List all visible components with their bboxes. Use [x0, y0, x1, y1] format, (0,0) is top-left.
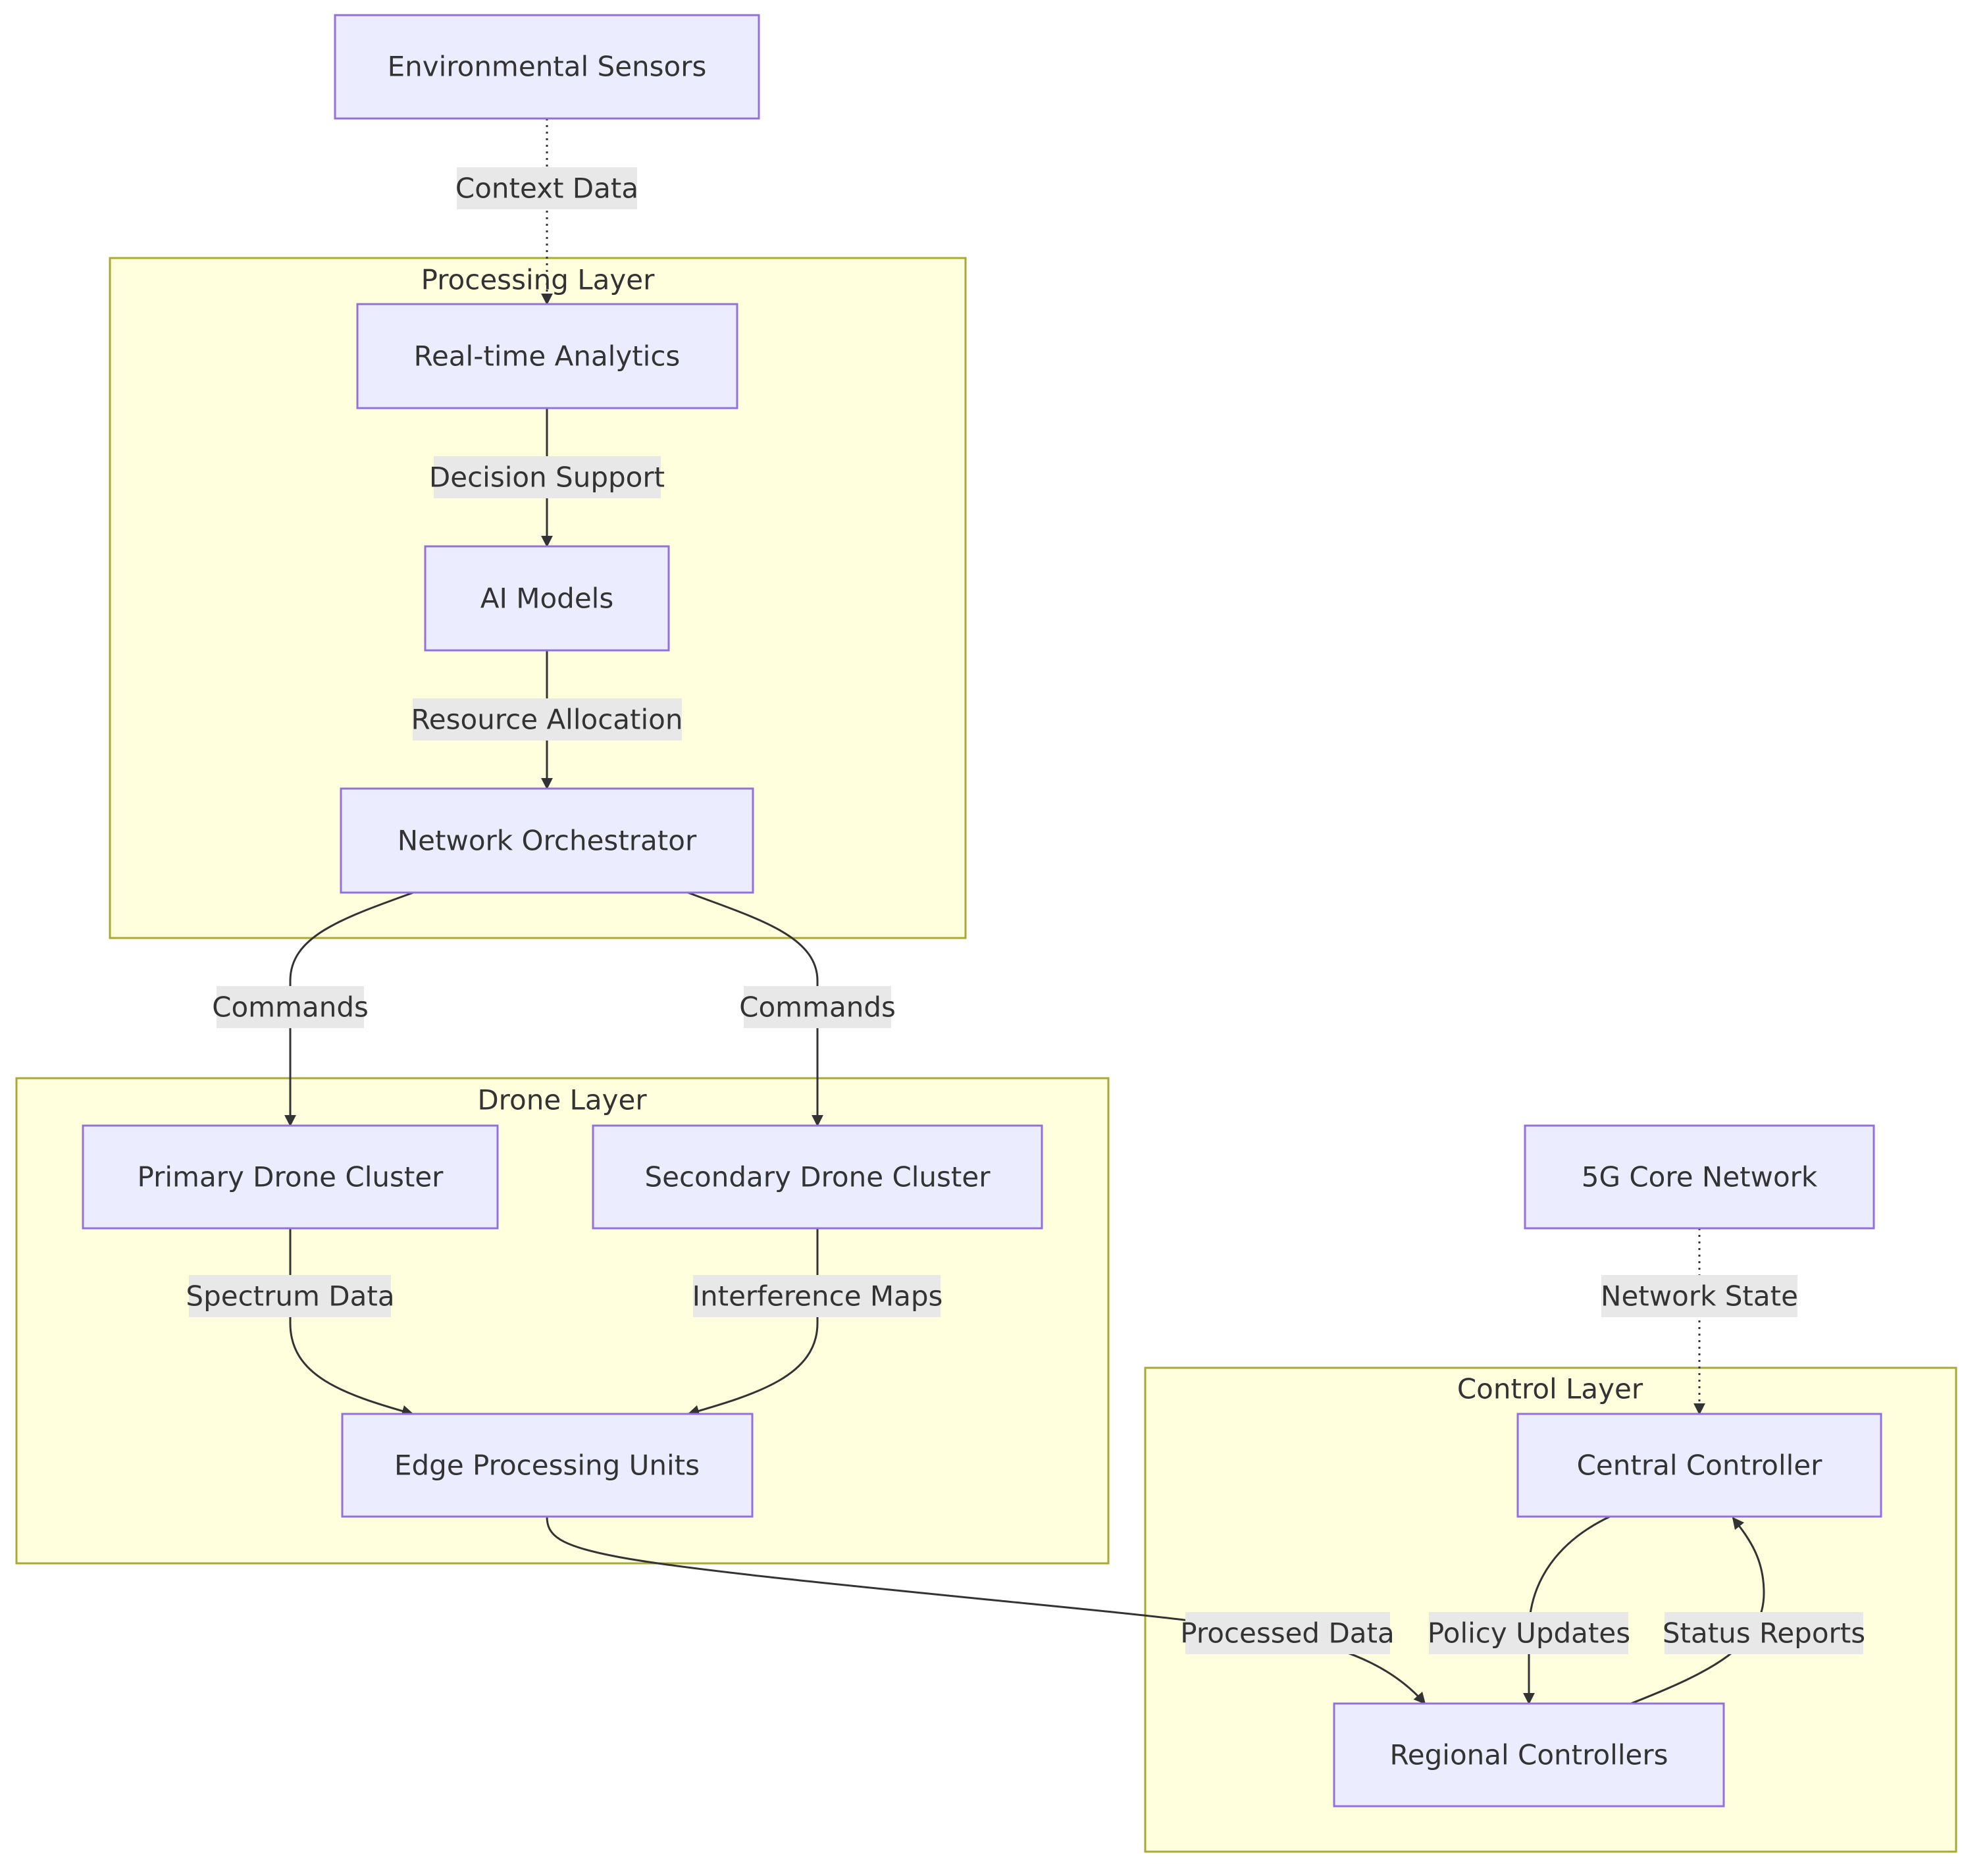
- node-5g-core-network[interactable]: 5G Core Network: [1524, 1124, 1875, 1230]
- edge-label-bg: [1429, 1612, 1628, 1654]
- node-edge-processing-units[interactable]: Edge Processing Units: [341, 1413, 754, 1518]
- node-box: [340, 787, 754, 894]
- node-label: Central Controller: [1577, 1449, 1823, 1482]
- edge-label-bg: [217, 986, 364, 1028]
- edge-status-reports: [1630, 1517, 1765, 1705]
- edge-label-policy-updates: Policy Updates: [1428, 1612, 1630, 1654]
- edge-label-bg: [189, 1275, 391, 1317]
- edge-labels: Context Data Decision Support Resource A…: [186, 167, 1865, 1654]
- node-label: Environmental Sensors: [388, 51, 707, 83]
- node-box: [592, 1124, 1043, 1230]
- edge-label-bg: [434, 456, 661, 498]
- node-real-time-analytics[interactable]: Real-time Analytics: [356, 303, 738, 409]
- edge-label-bg: [693, 1275, 941, 1317]
- node-box: [1524, 1124, 1875, 1230]
- edge-label-text: Commands: [212, 991, 369, 1024]
- edge-label-text: Resource Allocation: [411, 704, 683, 736]
- node-label: AI Models: [480, 583, 613, 615]
- edge-label-context-data: Context Data: [455, 167, 638, 209]
- edge-label-decision-support: Decision Support: [429, 456, 665, 498]
- edge-label-bg: [1601, 1275, 1797, 1317]
- edge-label-interference-maps: Interference Maps: [692, 1275, 943, 1317]
- edge-label-text: Context Data: [455, 172, 638, 205]
- node-network-orchestrator[interactable]: Network Orchestrator: [340, 787, 754, 894]
- node-label: Real-time Analytics: [414, 340, 681, 373]
- node-label: Secondary Drone Cluster: [644, 1161, 991, 1193]
- edge-label-status-reports: Status Reports: [1663, 1612, 1865, 1654]
- edge-label-bg: [744, 986, 891, 1028]
- edge-label-spectrum-data: Spectrum Data: [186, 1275, 395, 1317]
- edge-commands-secondary: [687, 891, 823, 1127]
- edge-label-processed-data: Processed Data: [1180, 1612, 1395, 1654]
- edge-label-text: Interference Maps: [692, 1280, 943, 1313]
- edge-label-text: Status Reports: [1663, 1617, 1865, 1650]
- edge-label-network-state: Network State: [1601, 1275, 1798, 1317]
- node-box: [424, 545, 670, 652]
- edge-spectrum-data: [289, 1228, 414, 1417]
- node-regional-controllers[interactable]: Regional Controllers: [1333, 1702, 1725, 1808]
- node-box: [1333, 1702, 1725, 1808]
- node-label: Primary Drone Cluster: [138, 1161, 444, 1193]
- edge-label-bg: [457, 167, 637, 209]
- edge-label-text: Commands: [739, 991, 896, 1024]
- edge-interference-maps: [687, 1228, 819, 1417]
- node-ai-models[interactable]: AI Models: [424, 545, 670, 652]
- edge-label-commands-secondary: Commands: [739, 986, 896, 1028]
- node-box: [1516, 1413, 1882, 1518]
- node-label: Edge Processing Units: [394, 1449, 700, 1482]
- nodes: Environmental Sensors Real-time Analytic…: [82, 14, 1882, 1808]
- edge-label-bg: [1665, 1612, 1863, 1654]
- cluster-control-label: Control Layer: [1457, 1373, 1643, 1405]
- node-box: [334, 14, 760, 120]
- edge-label-resource-allocation: Resource Allocation: [411, 698, 683, 741]
- node-central-controller[interactable]: Central Controller: [1516, 1413, 1882, 1518]
- edge-label-text: Network State: [1601, 1280, 1798, 1313]
- node-label: Network Orchestrator: [398, 825, 697, 857]
- node-label: 5G Core Network: [1582, 1161, 1818, 1193]
- edge-label-text: Policy Updates: [1428, 1617, 1630, 1650]
- edge-label-bg: [413, 698, 682, 741]
- edge-commands-primary: [284, 891, 414, 1127]
- cluster-processing-label: Processing Layer: [421, 264, 655, 296]
- edge-label-commands-primary: Commands: [212, 986, 369, 1028]
- node-secondary-drone-cluster[interactable]: Secondary Drone Cluster: [592, 1124, 1043, 1230]
- node-box: [82, 1124, 499, 1230]
- edge-label-bg: [1185, 1612, 1390, 1654]
- node-label: Regional Controllers: [1389, 1739, 1668, 1771]
- node-environmental-sensors[interactable]: Environmental Sensors: [334, 14, 760, 120]
- edge-label-text: Processed Data: [1180, 1617, 1394, 1650]
- node-box: [356, 303, 738, 409]
- cluster-drone-label: Drone Layer: [477, 1084, 647, 1116]
- edge-label-text: Spectrum Data: [186, 1280, 394, 1313]
- node-box: [341, 1413, 754, 1518]
- edge-label-text: Decision Support: [429, 461, 665, 494]
- node-primary-drone-cluster[interactable]: Primary Drone Cluster: [82, 1124, 499, 1230]
